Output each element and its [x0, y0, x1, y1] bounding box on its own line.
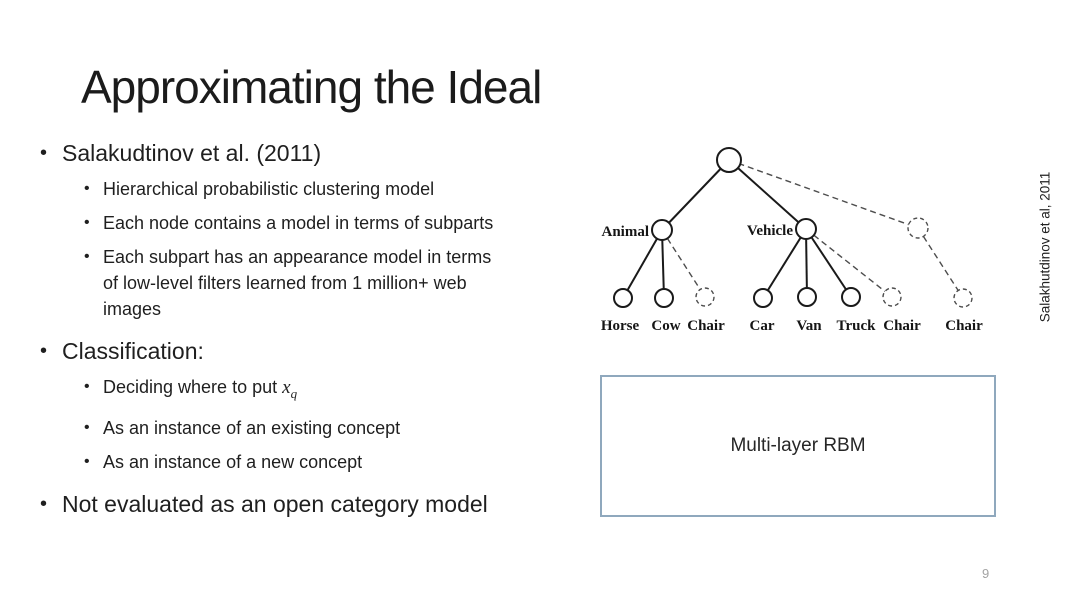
bullet-icon: •	[84, 180, 90, 197]
side-citation: Salakhutdinov et al, 2011	[1037, 171, 1053, 323]
chair-node-2	[882, 287, 902, 307]
leaf-label-chair3: Chair	[945, 318, 983, 334]
rbm-box: Multi-layer RBM	[600, 375, 996, 517]
leaf-label-horse: Horse	[601, 318, 640, 334]
bullet-text: Hierarchical probabilistic clustering mo…	[103, 179, 435, 199]
page-number: 9	[982, 566, 990, 581]
leaf-label-van: Van	[796, 318, 822, 334]
leaf-label-truck: Truck	[837, 318, 877, 334]
list-item: • As an instance of a new concept	[0, 449, 545, 475]
leaf-label-chair2: Chair	[883, 318, 921, 334]
bullet-icon: •	[40, 492, 48, 515]
animal-node	[651, 219, 673, 241]
horse-node	[613, 288, 633, 308]
chair-node-1	[695, 287, 715, 307]
bullet-icon: •	[84, 214, 90, 231]
tree-solid-nodes	[613, 147, 861, 308]
bullet-text: Each node contains a model in terms of s…	[103, 213, 494, 233]
car-node	[753, 288, 773, 308]
bullet-text: As an instance of an existing concept	[103, 417, 401, 438]
bullet-icon: •	[84, 378, 90, 395]
math-subscript: q	[290, 385, 298, 401]
tree-solid-edges	[622, 159, 852, 299]
bullet-text: Salakudtinov et al. (2011)	[62, 140, 322, 166]
vehicle-label: Vehicle	[747, 223, 793, 239]
animal-label: Animal	[601, 224, 649, 240]
list-item: • Salakudtinov et al. (2011)	[0, 138, 545, 168]
list-item: • Each node contains a model in terms of…	[0, 210, 545, 236]
bullet-list: • Salakudtinov et al. (2011) • Hierarchi…	[0, 138, 545, 519]
chair-node-3	[953, 288, 973, 308]
list-item: • Hierarchical probabilistic clustering …	[0, 176, 545, 202]
bullet-text-part: Deciding where to put	[103, 377, 278, 397]
hierarchy-tree-diagram: Animal Vehicle Horse Cow Chair Car Van T…	[601, 147, 983, 334]
truck-node	[841, 287, 861, 307]
leaf-label-chair1: Chair	[687, 318, 725, 334]
vehicle-node	[795, 218, 817, 240]
list-item: • Each subpart has an appearance model i…	[0, 244, 545, 322]
bullet-icon: •	[40, 142, 48, 164]
leaf-label-car: Car	[750, 318, 775, 334]
bullet-text: As an instance of a new concept	[103, 451, 363, 472]
list-item: • Not evaluated as an open category mode…	[0, 489, 545, 519]
cow-node	[654, 288, 674, 308]
list-item: • Classification:	[0, 336, 545, 366]
bullet-icon: •	[84, 452, 90, 470]
bullet-text: Classification:	[62, 338, 204, 364]
root-node	[716, 147, 742, 173]
tree-dashed-nodes	[695, 217, 973, 308]
tree-dashed-edges	[661, 159, 964, 299]
new-concept-node	[907, 217, 929, 239]
bullet-text: Each subpart has an appearance model in …	[103, 247, 492, 319]
math-base: x	[282, 377, 291, 398]
bullet-icon: •	[40, 340, 48, 362]
page-title: Approximating the Ideal	[81, 61, 542, 113]
list-item: • Deciding where to put xq	[0, 374, 545, 407]
van-node	[797, 287, 817, 307]
leaf-label-cow: Cow	[651, 318, 680, 334]
bullet-text: Not evaluated as an open category model	[62, 490, 488, 517]
rbm-box-label: Multi-layer RBM	[730, 435, 866, 456]
bullet-icon: •	[84, 418, 90, 436]
bullet-text: Deciding where to put xq	[103, 374, 297, 407]
math-variable: xq	[282, 377, 298, 401]
list-item: • As an instance of an existing concept	[0, 415, 545, 441]
bullet-icon: •	[84, 248, 90, 265]
